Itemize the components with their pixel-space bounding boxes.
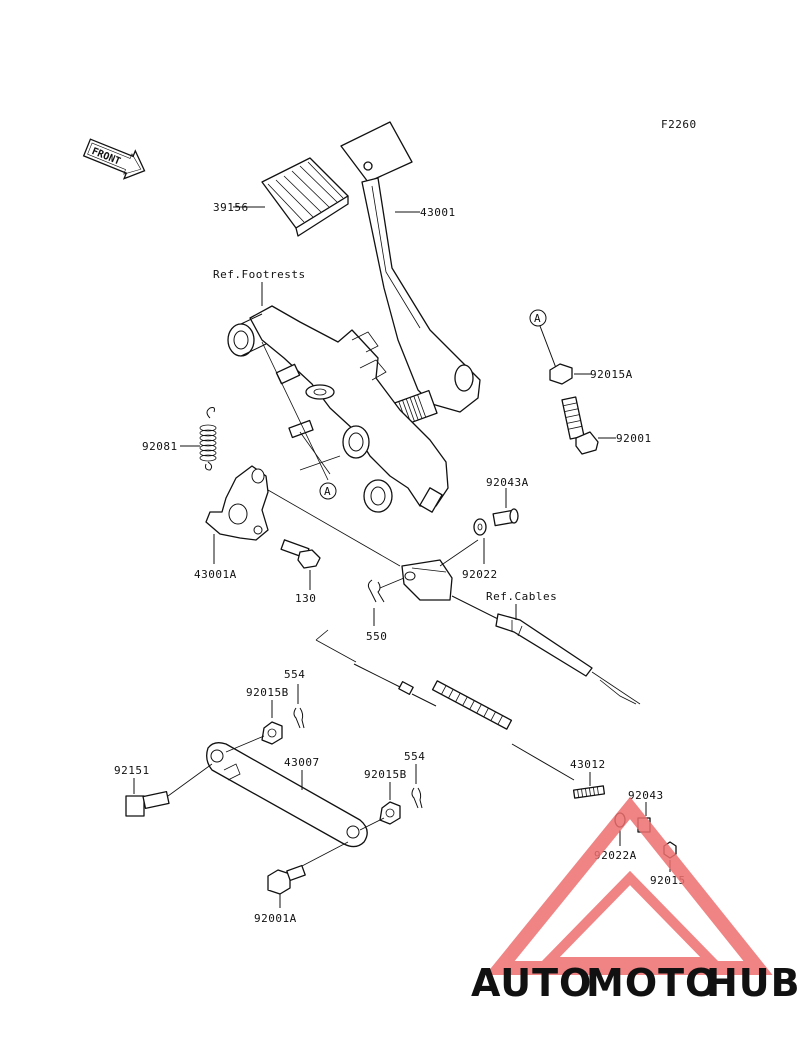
callout-a-1: A	[324, 485, 331, 498]
bolt-130	[280, 539, 321, 569]
cable-end	[451, 595, 593, 677]
pin-92043a	[492, 508, 519, 527]
part-label-92043: 92043	[628, 789, 664, 802]
brake-pedal-arm	[340, 121, 481, 427]
cotter-pin-554-lower	[411, 787, 423, 809]
bolt-92151	[125, 790, 170, 817]
watermark-triangle-icon	[485, 796, 773, 975]
part-label-43001: 43001	[420, 206, 456, 219]
part-label-43007: 43007	[284, 756, 320, 769]
watermark-auto: AUTO	[471, 961, 592, 1005]
link-plate-43007	[206, 742, 368, 848]
part-label-130: 130	[295, 592, 316, 605]
part-label-92081: 92081	[142, 440, 178, 453]
part-label-92015B-1: 92015B	[246, 686, 289, 699]
watermark-moto: MOTO	[586, 961, 718, 1005]
brake-rod-43012	[353, 663, 575, 781]
ref-cables: Ref.Cables	[486, 590, 557, 603]
part-label-92001: 92001	[616, 432, 652, 445]
part-label-39156: 39156	[213, 201, 249, 214]
watermark-inner-triangle	[536, 870, 724, 967]
rod-thread	[572, 785, 606, 799]
figure-code: F2260	[661, 118, 697, 131]
part-label-92015: 92015	[650, 874, 686, 887]
part-label-550: 550	[366, 630, 387, 643]
part-label-92015B-2: 92015B	[364, 768, 407, 781]
ref-footrests: Ref.Footrests	[213, 268, 306, 281]
watermark-logo	[485, 796, 773, 975]
watermark-hub: HUB	[706, 961, 800, 1005]
callout-a-2: A	[534, 312, 541, 325]
brake-lever-43001a	[205, 465, 269, 541]
brake-pedal-pad	[261, 157, 349, 237]
bolt-92001	[561, 396, 599, 455]
footrest-bracket	[227, 305, 449, 513]
clevis-yoke	[401, 559, 453, 601]
part-label-92043A: 92043A	[486, 476, 529, 489]
part-label-554-2: 554	[404, 750, 425, 763]
callout-circle	[319, 482, 337, 500]
bolt-92001a	[267, 864, 306, 895]
part-label-43012: 43012	[570, 758, 606, 771]
part-label-554-1: 554	[284, 668, 305, 681]
part-label-43001A: 43001A	[194, 568, 237, 581]
part-label-92001A: 92001A	[254, 912, 297, 925]
cotter-pin-554-upper	[293, 707, 305, 729]
part-label-92022A: 92022A	[594, 849, 637, 862]
part-label-92015A: 92015A	[590, 368, 633, 381]
cotter-pin-550	[367, 579, 385, 603]
part-label-92022: 92022	[462, 568, 498, 581]
part-label-92151: 92151	[114, 764, 150, 777]
nut-92015a	[549, 363, 573, 385]
spring-92081	[199, 407, 217, 471]
front-arrow-icon: FRONT	[82, 138, 146, 180]
